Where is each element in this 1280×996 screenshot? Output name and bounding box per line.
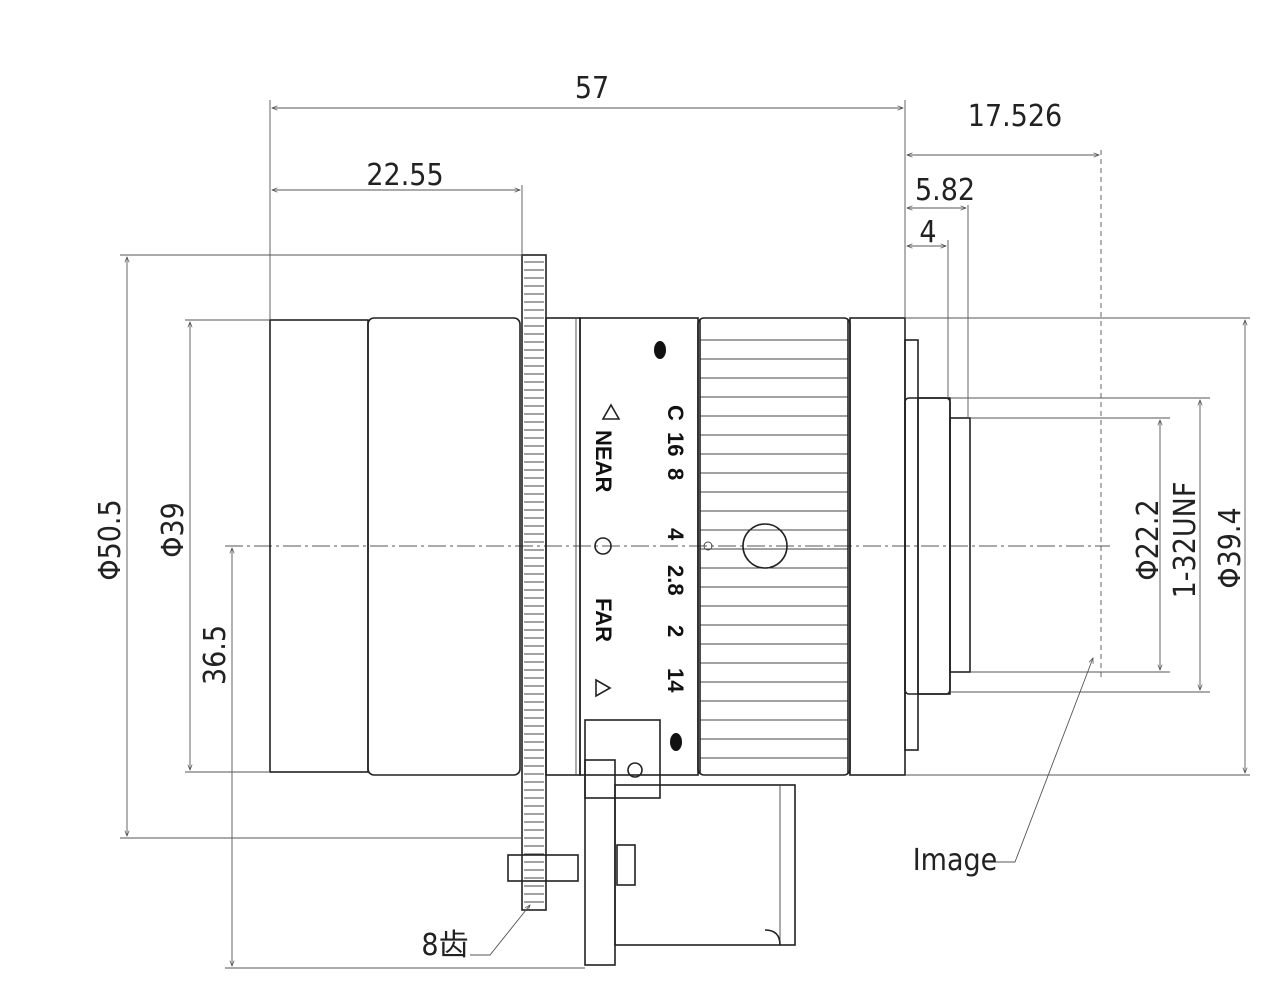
gear (521, 254, 547, 911)
dim-phi-22-2: Φ22.2 (1131, 499, 1166, 580)
dim-phi-50-5: Φ50.5 (93, 499, 128, 580)
iris-mark-4: 4 (663, 528, 688, 541)
dim-5-82: 5.82 (915, 173, 975, 208)
dim-57: 57 (575, 71, 609, 106)
dim-36-5: 36.5 (198, 625, 233, 685)
near-label: NEAR (591, 430, 616, 492)
dim-22-55: 22.55 (366, 158, 443, 193)
iris-mark-14: 14 (663, 668, 688, 693)
dimension-lines (120, 100, 1250, 969)
iris-mark-2-8: 2.8 (663, 565, 688, 596)
dim-17-526: 17.526 (968, 99, 1062, 134)
iris-mark-c: C (663, 405, 688, 421)
gear-teeth-label: 8齿 (421, 928, 468, 963)
dim-phi-39-4: Φ39.4 (1213, 507, 1248, 588)
iris-mark-16: 16 (663, 432, 688, 456)
dim-thread: 1-32UNF (1168, 482, 1203, 599)
far-label: FAR (591, 598, 616, 642)
lens-body (269, 317, 971, 776)
focus-ring-knurl (700, 339, 848, 759)
motor-bracket (507, 719, 796, 966)
image-plane-label: Image (913, 843, 998, 878)
iris-mark-8: 8 (663, 468, 688, 480)
lens-markings: C 16 8 4 2.8 2 14 NEAR FAR (591, 403, 688, 698)
iris-mark-2: 2 (663, 625, 688, 637)
dim-4: 4 (919, 215, 936, 250)
dim-phi-39: Φ39 (156, 502, 191, 558)
